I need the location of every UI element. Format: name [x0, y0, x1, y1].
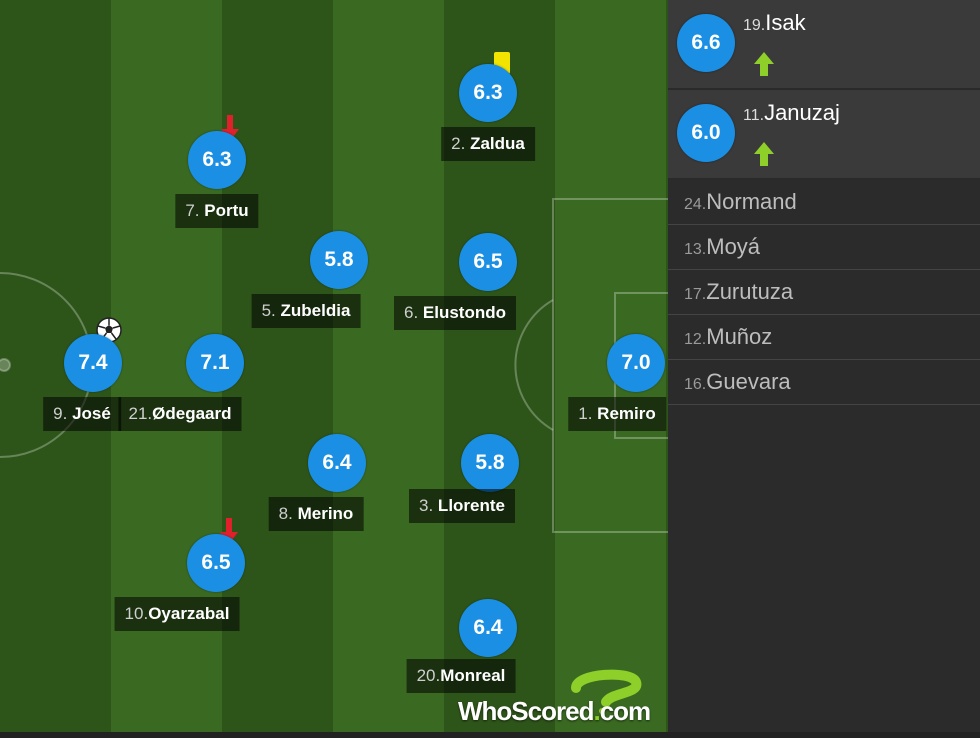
sub-used-isak[interactable]: 6.6 19.Isak — [668, 0, 980, 90]
rating-badge: 6.3 — [459, 64, 517, 122]
player-name-label: 3. Llorente — [409, 489, 515, 523]
sub-on-arrow-icon — [754, 52, 774, 76]
sub-used-januzaj[interactable]: 6.0 11.Januzaj — [668, 90, 980, 180]
rating-badge: 6.3 — [188, 131, 246, 189]
rating-badge: 5.8 — [310, 231, 368, 289]
player-name-label: 2. Zaldua — [441, 127, 535, 161]
whoscored-logo: WhoScored.com — [458, 668, 658, 728]
logo-text: WhoScored.com — [458, 696, 651, 726]
bench-item-moya[interactable]: 13.Moyá — [668, 225, 980, 270]
rating-badge: 6.4 — [308, 434, 366, 492]
rating-badge: 6.4 — [459, 599, 517, 657]
rating-badge: 5.8 — [461, 434, 519, 492]
rating-badge: 6.6 — [677, 14, 735, 72]
bench-item-guevara[interactable]: 16.Guevara — [668, 360, 980, 405]
sub-name-label: 11.Januzaj — [743, 100, 840, 125]
player-name-label: 9. José — [43, 397, 121, 431]
rating-badge: 6.5 — [187, 534, 245, 592]
player-name-label: 1. Remiro — [568, 397, 666, 431]
substitutes-panel: 6.6 19.Isak 6.0 11.Januzaj 24.Normand 13… — [668, 0, 980, 738]
player-name-label: 21.Ødegaard — [118, 397, 242, 431]
player-name-label: 8. Merino — [268, 497, 364, 531]
bench-item-normand[interactable]: 24.Normand — [668, 180, 980, 225]
player-name-label: 20.Monreal — [406, 659, 516, 693]
player-name-label: 7. Portu — [175, 194, 259, 228]
rating-badge: 7.0 — [607, 334, 665, 392]
player-name-label: 5. Zubeldia — [251, 294, 361, 328]
rating-badge: 7.4 — [64, 334, 122, 392]
player-name-label: 10.Oyarzabal — [114, 597, 240, 631]
sub-on-arrow-icon — [754, 142, 774, 166]
bench-item-munoz[interactable]: 12.Muñoz — [668, 315, 980, 360]
rating-badge: 7.1 — [186, 334, 244, 392]
logo-question-mark-icon — [571, 669, 642, 714]
sub-name-label: 19.Isak — [743, 10, 806, 35]
player-name-label: 6. Elustondo — [393, 296, 517, 330]
bottom-border — [0, 732, 980, 738]
pitch: 6.3 2. Zaldua 6.3 7. Portu 5.8 5. Zubeld… — [0, 0, 668, 732]
bench-item-zurutuza[interactable]: 17.Zurutuza — [668, 270, 980, 315]
rating-badge: 6.5 — [459, 233, 517, 291]
rating-badge: 6.0 — [677, 104, 735, 162]
